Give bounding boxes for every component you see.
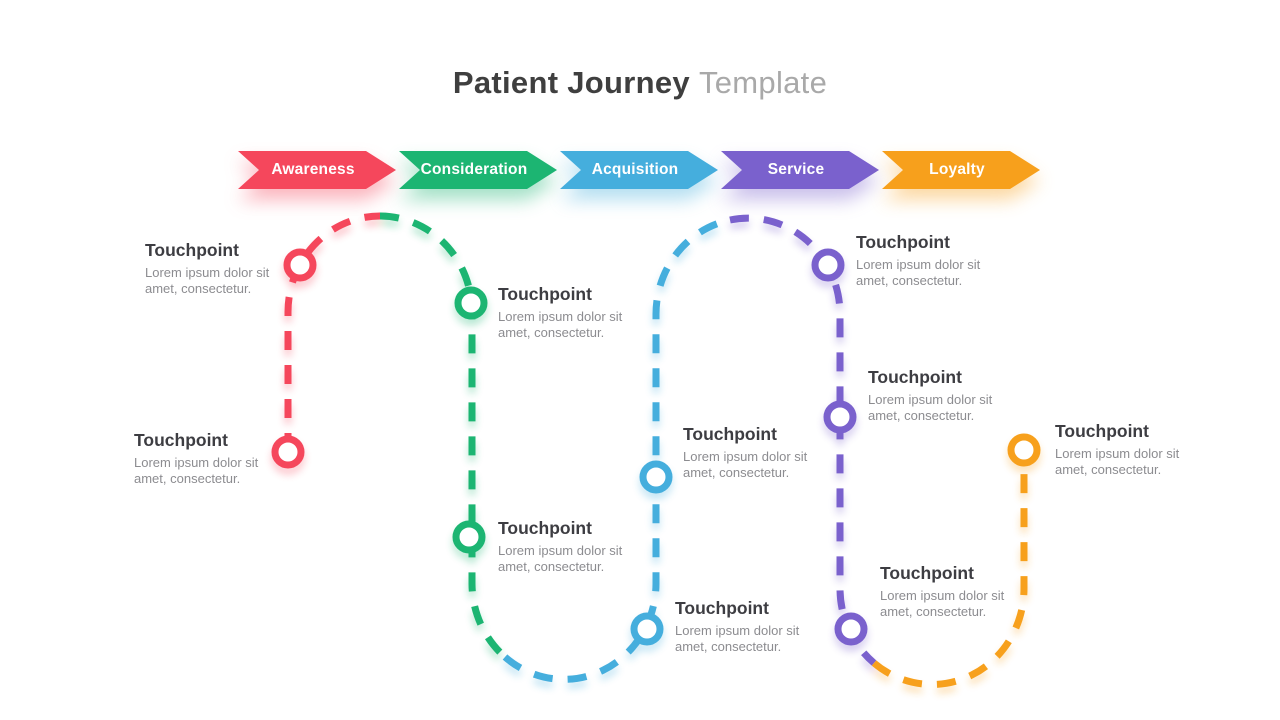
arrow-shape: Consideration bbox=[399, 151, 557, 189]
touchpoint-node-10 bbox=[1007, 433, 1041, 467]
touchpoint-node-6 bbox=[639, 460, 673, 494]
touchpoint-node-7 bbox=[811, 248, 845, 282]
stage-arrow-loyalty: Loyalty bbox=[882, 151, 1040, 189]
arrow-shape: Awareness bbox=[238, 151, 396, 189]
touchpoint-title: Touchpoint bbox=[880, 563, 974, 583]
touchpoint-title: Touchpoint bbox=[498, 284, 592, 304]
shadow-node bbox=[639, 466, 673, 500]
stage-arrow-consideration: Consideration bbox=[399, 151, 557, 189]
stage-label-acquisition: Acquisition bbox=[591, 161, 679, 178]
title-primary: Patient Journey bbox=[452, 65, 690, 100]
shadow-node bbox=[834, 618, 868, 652]
stage-label-consideration: Consideration bbox=[420, 161, 528, 178]
journey-segment-awareness bbox=[284, 212, 381, 452]
shadow-node bbox=[454, 292, 488, 326]
shadow-node bbox=[1007, 439, 1041, 473]
stage-arrow-acquisition: Acquisition bbox=[560, 151, 718, 189]
stage-label-service: Service bbox=[767, 161, 825, 178]
shadow-node bbox=[452, 526, 486, 560]
touchpoint-title: Touchpoint bbox=[134, 430, 228, 450]
path-shadow-group bbox=[271, 218, 1041, 694]
shadow-segment-consideration bbox=[379, 218, 508, 666]
shadow-segment-awareness bbox=[284, 218, 381, 458]
shadow-node bbox=[811, 254, 845, 288]
stage-label-loyalty: Loyalty bbox=[929, 161, 985, 178]
stage-label-awareness: Awareness bbox=[271, 161, 355, 178]
touchpoint-title: Touchpoint bbox=[145, 240, 239, 260]
touchpoint-node-3 bbox=[454, 286, 488, 320]
touchpoint-title: Touchpoint bbox=[498, 518, 592, 538]
touchpoint-node-4 bbox=[452, 520, 486, 554]
arrow-shape: Acquisition bbox=[560, 151, 718, 189]
arrow-shape: Loyalty bbox=[882, 151, 1040, 189]
title-secondary: Template bbox=[698, 65, 828, 100]
shadow-node bbox=[630, 618, 664, 652]
touchpoint-title: Touchpoint bbox=[675, 598, 769, 618]
touchpoint-node-5 bbox=[630, 612, 664, 646]
touchpoint-node-9 bbox=[834, 612, 868, 646]
arrow-shape: Service bbox=[721, 151, 879, 189]
journey-segment-consideration bbox=[379, 212, 508, 660]
stage-arrow-awareness: Awareness bbox=[238, 151, 396, 189]
touchpoint-title: Touchpoint bbox=[868, 367, 962, 387]
touchpoint-title: Touchpoint bbox=[856, 232, 950, 252]
stage-arrow-service: Service bbox=[721, 151, 879, 189]
touchpoint-title: Touchpoint bbox=[683, 424, 777, 444]
touchpoint-title: Touchpoint bbox=[1055, 421, 1149, 441]
